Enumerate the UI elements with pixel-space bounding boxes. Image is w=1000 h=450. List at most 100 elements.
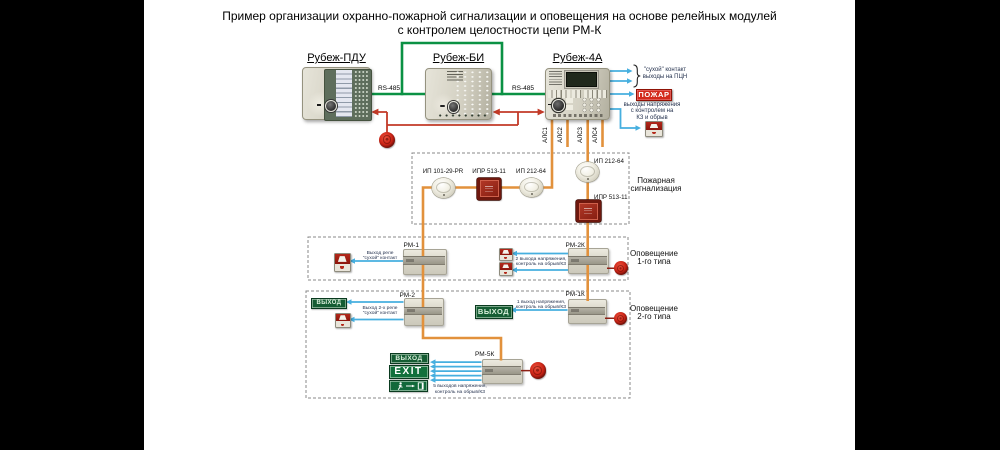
call-point-inner (479, 180, 499, 197)
rm2-arrowhead-1 (346, 299, 352, 305)
rm1k-note-line2: контроль на обрыв/КЗ (515, 305, 567, 311)
notify2-zone-label: Оповещение 2-го типа (624, 303, 684, 323)
running-man-icon (397, 381, 424, 390)
link-wire-path (377, 111, 539, 133)
smoke-detector-ring (580, 166, 595, 178)
siren-mouth-mark (504, 256, 508, 259)
notification-type2-zone-box (305, 290, 631, 399)
rm1-note-line1: Выход реле (366, 250, 394, 256)
rm1-name-label: РМ-1 (403, 241, 419, 249)
notify2-label-line2: 2-го типа (637, 312, 671, 322)
siren-top-red (499, 248, 512, 255)
siren-mouth-mark (504, 271, 508, 274)
detector-label-ip212-b: ИП 212-64 (594, 158, 624, 165)
bi-dash-mark (440, 105, 445, 108)
fire-bell-icon-rm5k (529, 362, 546, 379)
rm2k-note-line1: 2 выхода напряжения, (515, 256, 567, 262)
siren-top-red (334, 254, 350, 264)
exit-sign-exit: EXIT (388, 364, 429, 379)
pcn-arrowhead-1 (627, 68, 633, 74)
call-point-text-lines (485, 185, 493, 192)
rm1k-arrowhead (510, 307, 516, 313)
rm-band-label-mark (406, 309, 415, 313)
detector-label-ip101: ИП 101-29-PR (422, 167, 464, 175)
rm2-name-label: РМ-2 (399, 291, 415, 299)
page-title-line2: с контролем целостности цепи РМ-К (397, 23, 602, 37)
pcn-outputs-note: "сухой" контакт выходы на ПЦН (642, 67, 688, 80)
rm-band-label-mark (406, 258, 414, 262)
als2-label: АЛС2 (558, 126, 564, 143)
voltage-note-line1: выходы напряжения (623, 101, 681, 108)
running-man-body (397, 384, 403, 390)
siren-top-red (499, 263, 512, 270)
smoke-detector-ip101-icon (432, 178, 455, 198)
rm-band-label-mark (570, 309, 579, 313)
pdu-knob (325, 100, 337, 112)
rm2-note-line2: "сухой" контакт (362, 311, 398, 317)
smoke-detector-ring (436, 182, 451, 194)
fire-zone-label-line1: Пожарная (637, 175, 675, 185)
page-title: Пример организации охранно-пожарной сигн… (144, 9, 855, 37)
rm5k-note-line1: 5 выходов напряжения, (433, 384, 487, 389)
bi-knob (447, 101, 459, 113)
running-man-figure (397, 381, 403, 390)
zone-boxes-group (305, 152, 631, 399)
bi-led-grid (454, 70, 491, 115)
exit-sign-pictogram (389, 379, 428, 392)
siren-horn-shape (337, 256, 347, 262)
notify2-label-line1: Оповещение (630, 303, 678, 313)
rm5k-note-line2: контроль на обрыв/КЗ (434, 389, 486, 395)
rm2-arrowhead-2 (349, 316, 355, 323)
rm5k-arrowhead-5 (430, 377, 436, 383)
brace-icon (633, 64, 641, 88)
siren-top-red (336, 313, 350, 322)
siren-icon-rm2k-1 (498, 247, 513, 261)
fire-bell-icon-link (379, 131, 395, 148)
rm2k-front-band (568, 256, 607, 265)
smoke-detector-dot (442, 194, 445, 196)
exit-door-leaf (418, 382, 422, 389)
pdu-display-rows (336, 70, 352, 117)
fire-bell-icon-rm2k (613, 261, 628, 276)
als1-label: АЛС1 (542, 126, 549, 143)
siren-horn-shape (502, 249, 510, 254)
rm2-note: Выход 2-х реле "сухой" контакт (360, 306, 400, 317)
smoke-detector-dot (586, 178, 589, 180)
panel4a-knob (551, 99, 565, 112)
panel4a-button-row-3 (584, 90, 607, 98)
rm1-front-band (403, 256, 445, 265)
voltage-note-line2: с контролем на (630, 108, 674, 115)
rm1-note-line2: "сухой" контакт (362, 256, 398, 262)
als1-wire (421, 120, 554, 361)
exit-sign-vyhod-rm5k: ВЫХОД (389, 352, 429, 364)
rs485-label-right: RS-485 (511, 85, 535, 92)
pcn-note-line1: "сухой" контакт (643, 67, 687, 73)
notify1-label-line1: Оповещение (630, 248, 678, 258)
rm5k-front-band (481, 366, 521, 375)
siren-horn-shape (502, 264, 510, 269)
detector-label-ip212-a: ИП 212-64 (516, 167, 546, 175)
fire-arrowhead (629, 91, 635, 97)
fire-bell-icon-rm1k (614, 311, 628, 325)
detector-label-ipr513-b: ИПР 513-11 (594, 193, 628, 201)
page-title-line1: Пример организации охранно-пожарной сигн… (222, 9, 777, 23)
rm2k-note-line2: контроль на обрыв/КЗ (515, 262, 567, 268)
panel4a-button-row-2 (572, 90, 581, 98)
link-arrowhead-to-pdu (371, 108, 379, 116)
control-panel-bi (425, 68, 492, 120)
smoke-detector-dot (530, 193, 533, 196)
siren-mouth-mark (652, 132, 656, 135)
device-label-pdu: Рубеж-ПДУ (307, 52, 366, 64)
siren-icon-rm1 (333, 253, 351, 272)
rm1k-name-label: РМ-1К (565, 290, 585, 298)
panel4a-dash-mark (547, 103, 551, 106)
siren-mouth-mark (340, 266, 345, 270)
bell-inner-mark (616, 264, 625, 272)
bell-inner-mark (533, 365, 543, 375)
rm2k-arrowhead-1 (511, 250, 517, 257)
link-arrowhead-to-bi (492, 108, 500, 116)
exit-sign-text: ВЫХОД (316, 299, 342, 306)
rm1k-note-line1: 1 выход напряжения, (516, 299, 566, 305)
exit-sign-vyhod-rm1k: ВЫХОД (474, 304, 513, 319)
